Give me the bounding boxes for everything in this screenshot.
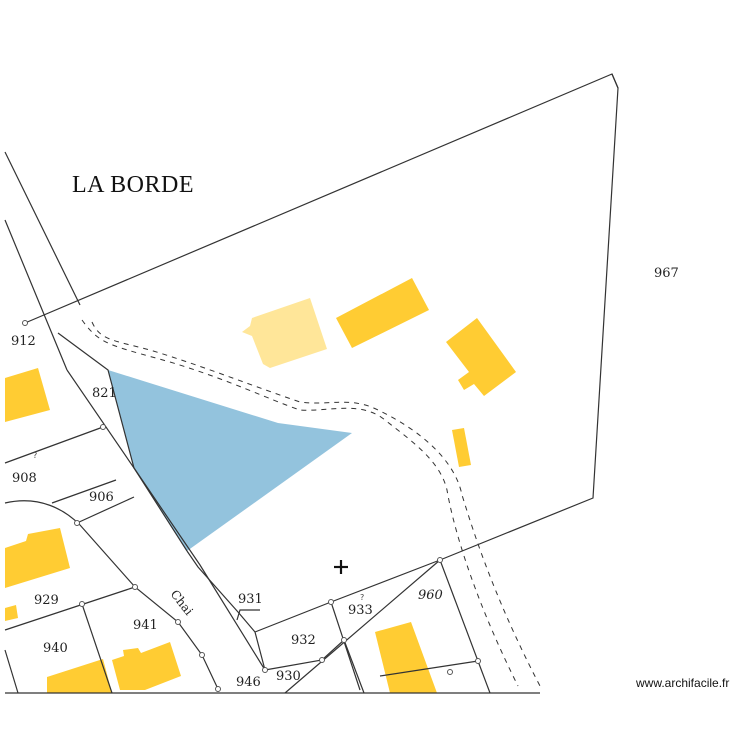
parcel-label-821: 821 bbox=[92, 386, 117, 401]
building bbox=[375, 622, 437, 693]
road-curve bbox=[4, 500, 219, 690]
watermark: www.archifacile.fr bbox=[636, 676, 730, 690]
building bbox=[5, 368, 50, 422]
building-light bbox=[242, 298, 327, 368]
boundary-line bbox=[439, 559, 491, 694]
building bbox=[5, 605, 18, 621]
boundary-marker bbox=[100, 424, 106, 430]
boundary-line bbox=[4, 426, 104, 464]
survey-cross-icon bbox=[334, 560, 348, 574]
road-edge-left bbox=[4, 151, 81, 306]
question-mark: ? bbox=[33, 451, 37, 460]
building bbox=[5, 528, 70, 588]
parcel-967-boundary bbox=[24, 73, 619, 561]
parcel-931-tick bbox=[236, 609, 260, 621]
selected-parcel-area[interactable] bbox=[108, 370, 352, 551]
building bbox=[112, 642, 181, 690]
boundary-marker bbox=[175, 619, 181, 625]
parcel-label-932: 932 bbox=[291, 633, 316, 648]
boundary-line bbox=[330, 601, 361, 691]
boundary-marker bbox=[132, 584, 138, 590]
parcel-932-boundary bbox=[254, 559, 441, 633]
building bbox=[446, 318, 516, 396]
parcel-label-940: 940 bbox=[43, 641, 68, 656]
building bbox=[452, 428, 471, 467]
road-edge-main-left bbox=[66, 369, 266, 671]
boundary-marker bbox=[215, 686, 221, 692]
boundary-line bbox=[76, 496, 135, 524]
boundary-marker bbox=[328, 599, 334, 605]
boundary-marker bbox=[475, 658, 481, 664]
parcel-label-908: 908 bbox=[12, 471, 37, 486]
boundary-marker bbox=[79, 601, 85, 607]
boundary-line bbox=[379, 660, 479, 677]
parcel-label-960: 960 bbox=[418, 588, 443, 603]
boundary-line bbox=[284, 559, 441, 694]
boundary-line bbox=[343, 639, 365, 694]
boundary-marker bbox=[262, 667, 268, 673]
road-label-chai: Chai bbox=[168, 587, 196, 618]
boundary-marker bbox=[447, 669, 453, 675]
boundary-marker bbox=[437, 557, 443, 563]
boundary-marker bbox=[199, 652, 205, 658]
building bbox=[336, 278, 429, 348]
locality-label: LA BORDE bbox=[72, 172, 194, 198]
boundary-line bbox=[51, 479, 117, 504]
parcel-label-912: 912 bbox=[11, 334, 36, 349]
parcel-label-930: 930 bbox=[276, 669, 301, 684]
buildings bbox=[5, 278, 516, 693]
parcel-boundaries bbox=[4, 73, 619, 694]
boundary-marker bbox=[341, 637, 347, 643]
parcel-label-946: 946 bbox=[236, 675, 261, 690]
boundary-markers bbox=[22, 320, 481, 692]
building bbox=[47, 659, 112, 693]
footpaths bbox=[81, 319, 541, 687]
boundary-marker bbox=[74, 520, 80, 526]
parcel-label-906: 906 bbox=[89, 490, 114, 505]
parcel-label-967: 967 bbox=[654, 266, 679, 281]
footpath-upper bbox=[81, 319, 519, 687]
road-edge-main bbox=[57, 332, 188, 552]
boundary-marker bbox=[319, 657, 325, 663]
parcel-label-931: 931 bbox=[238, 592, 263, 607]
footpath-lower bbox=[91, 321, 541, 687]
boundary-line bbox=[4, 649, 19, 694]
parcel-label-929: 929 bbox=[34, 593, 59, 608]
boundary-line bbox=[81, 603, 113, 694]
question-mark: ? bbox=[360, 593, 364, 602]
parcel-label-933: 933 bbox=[348, 603, 373, 618]
road-edge-right bbox=[186, 550, 266, 671]
boundary-line bbox=[4, 586, 136, 631]
road-edge-inner bbox=[4, 219, 68, 371]
boundary-line bbox=[611, 73, 619, 89]
boundary-marker bbox=[22, 320, 28, 326]
parcel-label-941: 941 bbox=[133, 618, 158, 633]
